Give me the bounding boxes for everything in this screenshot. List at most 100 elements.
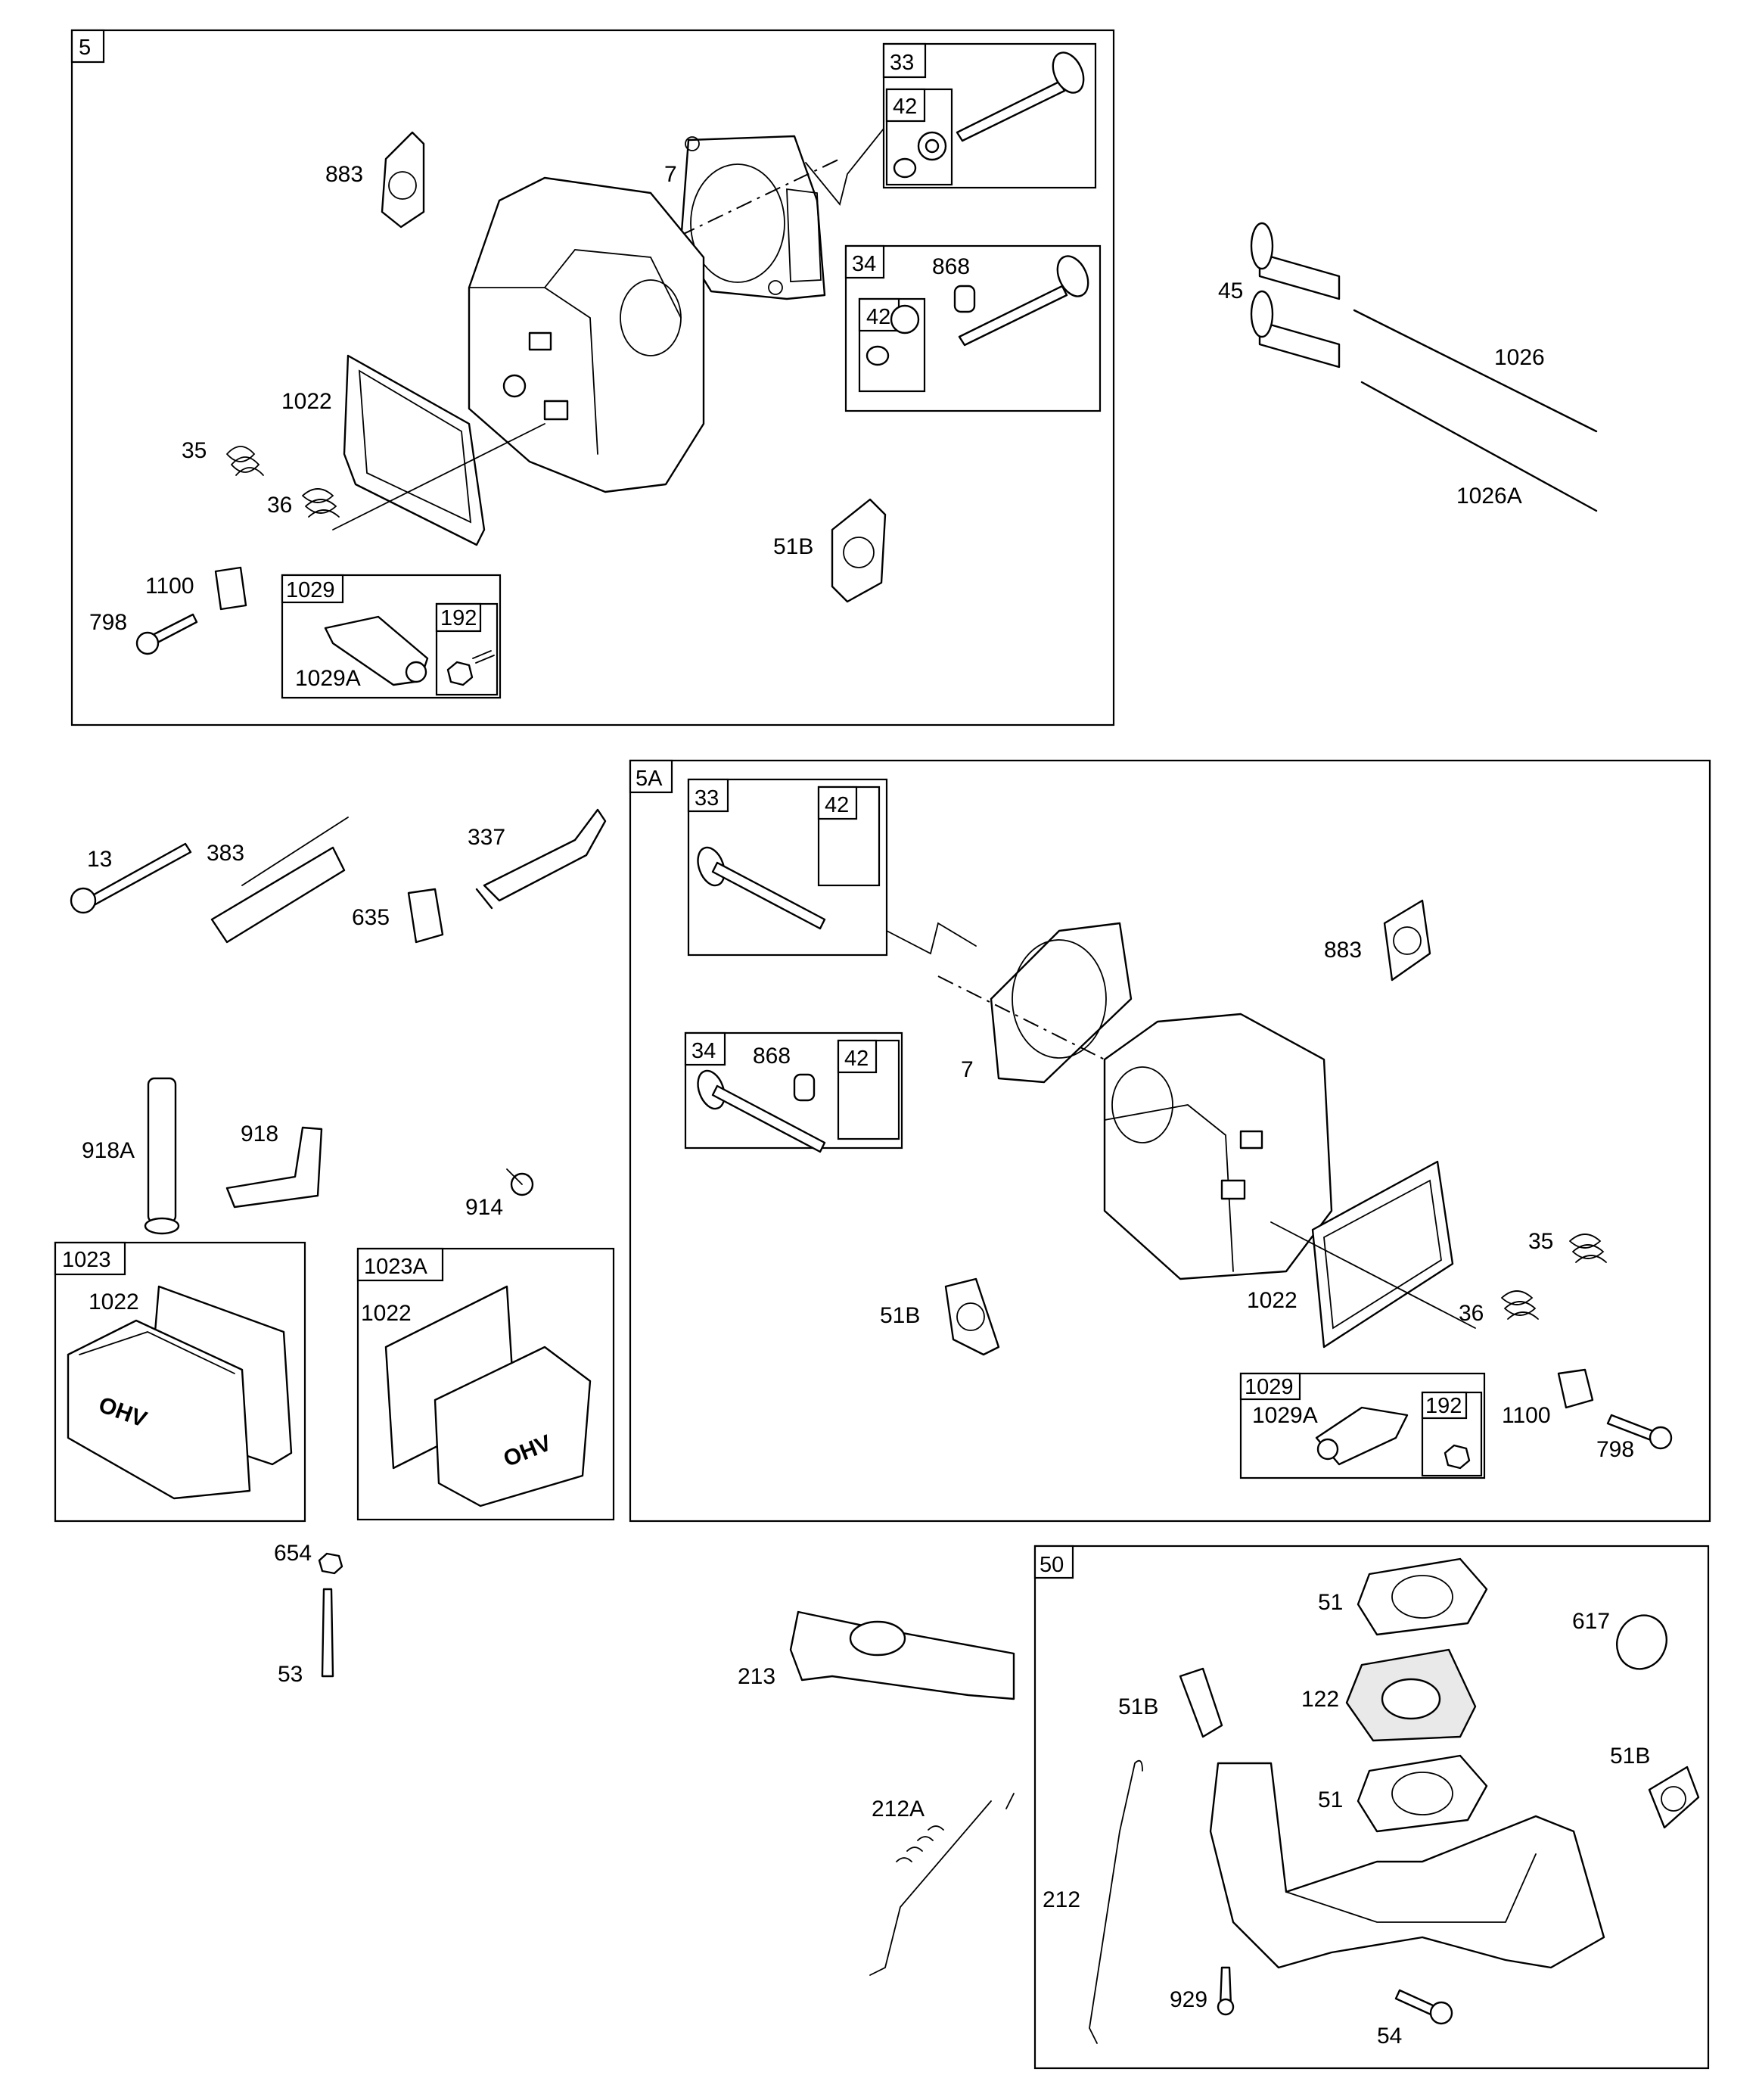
gasket-51bc-icon: [1179, 1667, 1223, 1738]
cylinder-head-icon: [468, 176, 705, 493]
label-53: 53: [278, 1662, 303, 1687]
label-635: 635: [352, 905, 390, 930]
label-213: 213: [738, 1664, 775, 1689]
label-51b-b: 51B: [880, 1303, 920, 1328]
kit-33b-box: [687, 778, 888, 957]
label-1029a: 1029A: [295, 666, 361, 691]
kit-42-label-b: 42: [866, 305, 890, 329]
gasket-51-icon: [1357, 1557, 1488, 1636]
kit-1029b-box: [1239, 1372, 1486, 1479]
kit-34b-label: 34: [691, 1039, 716, 1063]
label-36: 36: [267, 493, 292, 518]
label-1026a: 1026A: [1456, 484, 1522, 509]
label-1100-b: 1100: [1502, 1403, 1551, 1428]
section-1023-label: 1023: [62, 1248, 111, 1272]
bolt-914-icon: [506, 1168, 534, 1196]
label-51b: 51B: [773, 534, 813, 559]
spring-35-icon: [226, 446, 264, 476]
label-1026: 1026: [1494, 345, 1545, 370]
section-1023a-label: 1023A: [364, 1255, 428, 1279]
rocker-cover-1023-icon: OHV: [67, 1285, 293, 1500]
label-654: 654: [274, 1541, 312, 1566]
label-13: 13: [87, 847, 112, 872]
bolt-13-icon: [70, 842, 192, 914]
nut-1100b-icon: [1557, 1368, 1594, 1409]
label-7-b: 7: [961, 1057, 974, 1082]
ring-617-icon: [1616, 1614, 1667, 1670]
label-918a: 918A: [82, 1138, 135, 1163]
pushrod-1026-icon: [1353, 309, 1598, 433]
label-1100: 1100: [145, 574, 194, 599]
exhaust-manifold-icon: [1209, 1762, 1605, 1969]
section-5-label: 5: [79, 36, 91, 60]
label-617: 617: [1572, 1609, 1610, 1634]
nut-192-icon: [446, 650, 495, 686]
kit-42c-label: 42: [825, 793, 849, 817]
spring-36b-icon: [1501, 1290, 1539, 1320]
spring-35b-icon: [1569, 1234, 1607, 1263]
section-5a-tag: [629, 759, 673, 794]
nut-1100-icon: [214, 566, 247, 611]
label-883-b: 883: [1324, 938, 1362, 963]
retainer-icon-2: [866, 304, 920, 366]
valve-guide-icon: [953, 285, 976, 313]
label-36-b: 36: [1459, 1301, 1484, 1326]
label-868: 868: [932, 254, 970, 279]
section-5-frame: [70, 29, 1115, 726]
cylinder-head-5a-icon: [1103, 1013, 1333, 1280]
screw-929-icon: [1217, 1966, 1235, 2016]
tube-918-icon: [225, 1126, 323, 1209]
nut-654-icon: [318, 1552, 343, 1575]
breather-383-icon: [210, 817, 349, 944]
kit-1029-label: 1029: [286, 578, 335, 602]
section-50-label: 50: [1040, 1553, 1064, 1577]
label-1022-d: 1022: [1247, 1288, 1297, 1313]
label-1022-b: 1022: [89, 1290, 139, 1314]
valve-5a-icon: [697, 846, 826, 930]
rocker-arm-5a-icon: [1315, 1406, 1409, 1466]
kit-42d-label: 42: [844, 1047, 869, 1071]
gasket-883b-icon: [1383, 899, 1431, 982]
label-798: 798: [89, 610, 127, 635]
label-914: 914: [465, 1195, 503, 1220]
label-51b-c: 51B: [1118, 1694, 1158, 1719]
section-50-tag: [1033, 1545, 1074, 1579]
kit-1029b-label: 1029: [1245, 1375, 1294, 1399]
label-868-b: 868: [753, 1044, 791, 1069]
rocker-arm-icon: [324, 615, 429, 686]
bolt-54-icon: [1394, 1989, 1453, 2025]
label-337: 337: [468, 825, 505, 850]
spring-212a-icon: [869, 1793, 1015, 1976]
kit-33-box: [882, 42, 1097, 189]
label-1022: 1022: [281, 389, 332, 414]
nut-192b-icon: [1444, 1444, 1471, 1470]
kit-34b-box: [684, 1031, 903, 1150]
label-883: 883: [325, 162, 363, 187]
kit-192b-label: 192: [1425, 1394, 1462, 1418]
gasket-51bd-icon: [1648, 1766, 1700, 1829]
kit-34-label: 34: [852, 252, 876, 276]
gasket-51c-icon: [1357, 1754, 1488, 1833]
label-798-b: 798: [1596, 1437, 1634, 1462]
dipstick-tube-icon: [144, 1077, 180, 1235]
section-5a-label: 5A: [636, 767, 663, 791]
kit-192-label: 192: [440, 606, 477, 630]
section-1023a-frame: [356, 1247, 615, 1521]
gasket-883-icon: [381, 131, 425, 229]
label-122: 122: [1301, 1687, 1339, 1712]
label-51b-d: 51B: [1610, 1744, 1650, 1769]
label-918: 918: [241, 1122, 278, 1146]
label-35-b: 35: [1528, 1229, 1553, 1254]
label-383: 383: [207, 841, 244, 866]
label-51-b: 51: [1318, 1787, 1343, 1812]
label-54: 54: [1377, 2024, 1402, 2049]
rocker-gasket-icon: [343, 354, 486, 546]
section-50-frame: [1033, 1545, 1710, 2070]
label-212: 212: [1043, 1887, 1080, 1912]
boot-635-icon: [407, 888, 444, 944]
kit-1029-box: [281, 574, 502, 699]
kit-33b-label: 33: [695, 786, 719, 810]
label-35: 35: [182, 438, 207, 463]
valve-icon: [956, 51, 1085, 142]
kit-33-label: 33: [890, 51, 914, 75]
